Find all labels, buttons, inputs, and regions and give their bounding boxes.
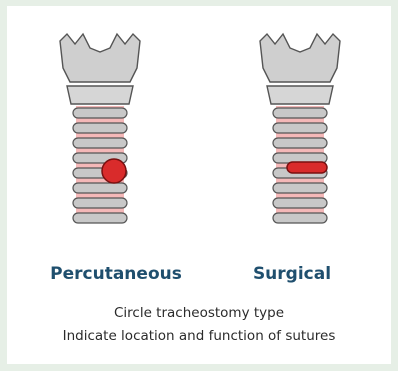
- surgical-incision-marker: [287, 162, 327, 173]
- trachea-diagram-percutaneous[interactable]: [45, 6, 155, 246]
- percutaneous-stoma-marker: [102, 159, 126, 183]
- instructions: Circle tracheostomy type Indicate locati…: [7, 302, 391, 348]
- option-percutaneous-label[interactable]: Percutaneous: [26, 264, 206, 284]
- larynx-cartilage: [260, 34, 340, 104]
- larynx-cartilage: [60, 34, 140, 104]
- instruction-line-2: Indicate location and function of suture…: [7, 325, 391, 348]
- worksheet-card: Percutaneous Surgical Circle tracheostom…: [7, 6, 391, 364]
- trachea-diagram-surgical[interactable]: [245, 6, 355, 246]
- option-surgical-label[interactable]: Surgical: [202, 264, 382, 284]
- instruction-line-1: Circle tracheostomy type: [7, 302, 391, 325]
